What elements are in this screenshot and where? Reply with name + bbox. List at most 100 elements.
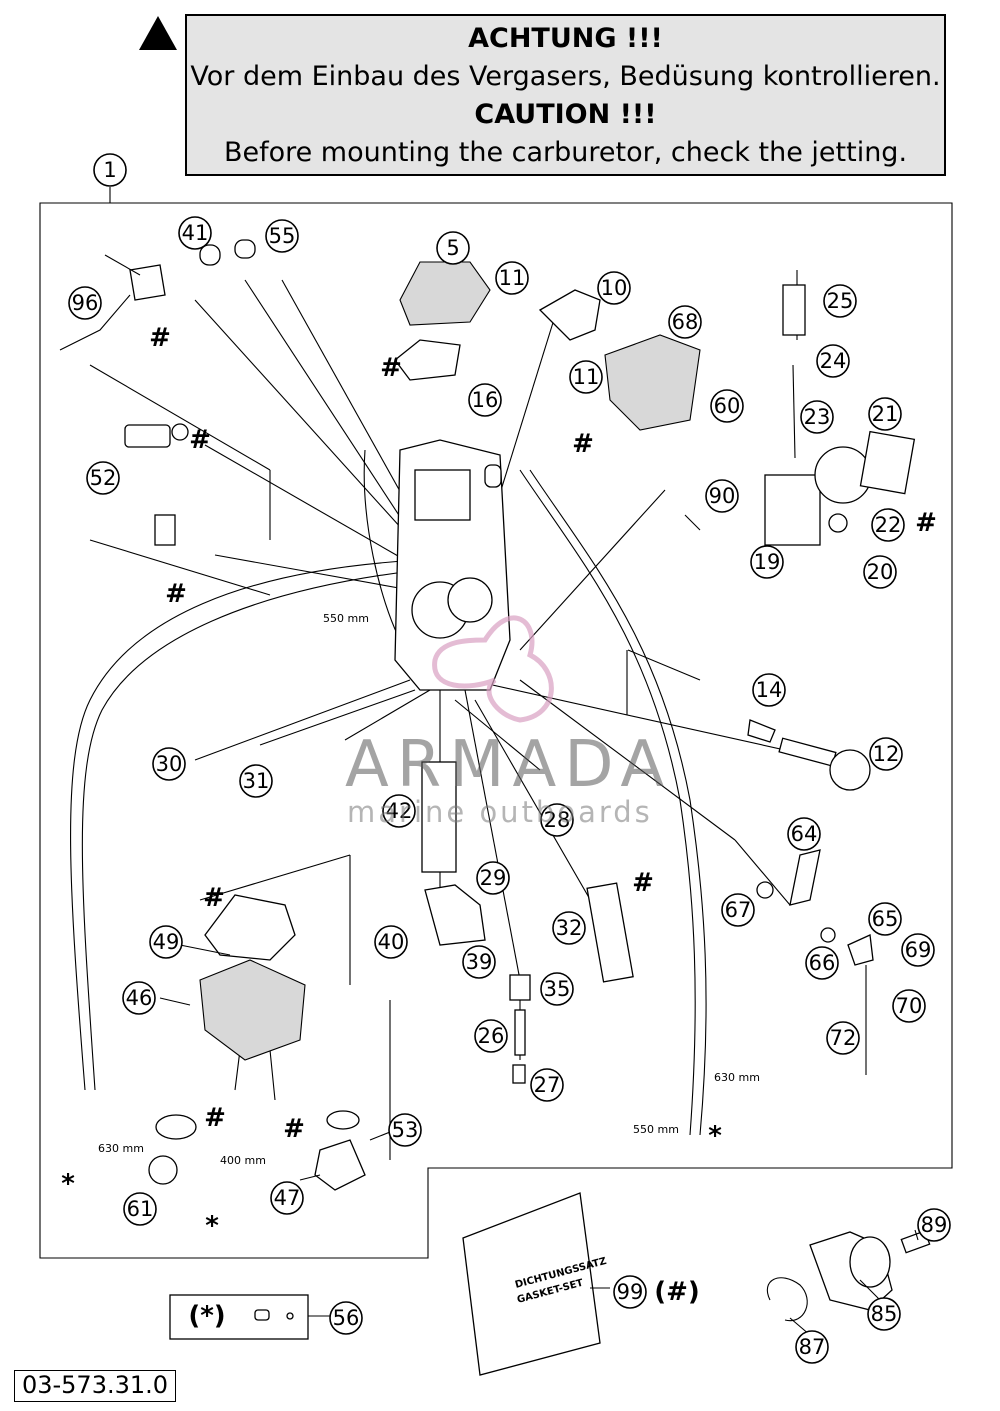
- assembly-frame: [39, 202, 953, 1259]
- svg-text:14: 14: [756, 678, 783, 702]
- choke-lever-assembly: [756, 849, 874, 1075]
- svg-text:61: 61: [127, 1197, 154, 1221]
- callout-90: 90: [705, 479, 739, 513]
- svg-text:*: *: [708, 1121, 722, 1151]
- svg-text:30: 30: [156, 752, 183, 776]
- warning-text-en: Before mounting the carburetor, check th…: [223, 137, 908, 168]
- svg-text:#: #: [915, 508, 937, 538]
- svg-text:69: 69: [905, 938, 932, 962]
- svg-text:39: 39: [466, 950, 493, 974]
- gasket-kit-bag: DICHTUNGSSATZ GASKET-SET: [462, 1192, 608, 1376]
- svg-text:90: 90: [709, 484, 736, 508]
- callout-23: 23: [800, 400, 834, 434]
- svg-text:23: 23: [804, 405, 831, 429]
- diagram-reference-number: 03-573.31.0: [14, 1370, 176, 1402]
- svg-text:64: 64: [791, 822, 818, 846]
- svg-text:25: 25: [827, 289, 854, 313]
- svg-text:400 mm: 400 mm: [220, 1154, 266, 1167]
- watermark-tagline: marine outboards: [347, 795, 653, 829]
- intake-adapter: [766, 1230, 931, 1322]
- svg-text:#: #: [572, 429, 594, 459]
- callout-31: 31: [239, 764, 273, 798]
- callout-5: 5: [436, 231, 470, 265]
- callout-21: 21: [868, 397, 902, 431]
- warning-text-de: Vor dem Einbau des Vergasers, Bedüsung k…: [190, 61, 941, 92]
- throttle-pulley: [747, 719, 871, 791]
- callout-11-bottom: 11: [569, 360, 603, 394]
- svg-text:32: 32: [556, 916, 583, 940]
- svg-text:67: 67: [725, 898, 752, 922]
- svg-text:12: 12: [873, 742, 900, 766]
- svg-text:550 mm: 550 mm: [633, 1123, 679, 1136]
- callout-64: 64: [787, 817, 821, 851]
- svg-text:56: 56: [333, 1306, 360, 1330]
- callout-65: 65: [868, 902, 902, 936]
- callout-66: 66: [805, 946, 839, 980]
- svg-text:11: 11: [573, 365, 600, 389]
- svg-text:99: 99: [617, 1280, 644, 1304]
- callout-11-top: 11: [495, 261, 529, 295]
- svg-text:#: #: [165, 579, 187, 609]
- warning-box: ACHTUNG !!! Vor dem Einbau des Vergasers…: [185, 14, 946, 176]
- hose-clamp-kit: [169, 1294, 330, 1340]
- svg-text:#: #: [380, 353, 402, 383]
- svg-text:47: 47: [274, 1186, 301, 1210]
- warning-title-de: ACHTUNG !!!: [468, 23, 663, 54]
- callout-39: 39: [462, 945, 496, 979]
- svg-text:#: #: [632, 868, 654, 898]
- svg-text:22: 22: [875, 513, 902, 537]
- callouts: 1 41 55 96 5 11 10 68 11 60 25 24 23 21 …: [68, 153, 951, 1364]
- accelerator-pump-cover: [764, 284, 916, 546]
- svg-text:28: 28: [544, 808, 571, 832]
- idle-screw-assembly: [59, 239, 256, 546]
- throttle-sensor: [538, 289, 701, 431]
- callout-20: 20: [863, 555, 897, 589]
- jet-needle-assembly: [421, 761, 634, 1084]
- svg-text:35: 35: [544, 977, 571, 1001]
- callout-89: 89: [917, 1208, 951, 1242]
- callout-19: 19: [750, 545, 784, 579]
- svg-text:70: 70: [896, 994, 923, 1018]
- callout-96: 96: [68, 286, 102, 320]
- svg-text:#: #: [204, 1103, 226, 1133]
- callout-69: 69: [901, 933, 935, 967]
- carburetor-body: [394, 439, 511, 691]
- warning-triangle-icon: [139, 16, 177, 50]
- callout-56: 56: [329, 1301, 363, 1335]
- svg-text:46: 46: [126, 986, 153, 1010]
- svg-text:(#): (#): [654, 1277, 700, 1307]
- svg-text:20: 20: [867, 560, 894, 584]
- svg-text:(*): (*): [188, 1301, 225, 1331]
- svg-text:96: 96: [72, 291, 99, 315]
- callout-10: 10: [597, 271, 631, 305]
- callout-32: 32: [552, 911, 586, 945]
- svg-text:85: 85: [871, 1302, 898, 1326]
- svg-text:68: 68: [672, 310, 699, 334]
- svg-text:*: *: [205, 1211, 219, 1241]
- svg-text:1: 1: [103, 158, 116, 182]
- callout-22: 22: [871, 508, 905, 542]
- callout-25: 25: [823, 284, 857, 318]
- callout-55: 55: [265, 219, 299, 253]
- svg-text:550 mm: 550 mm: [323, 612, 369, 625]
- callout-29: 29: [476, 861, 510, 895]
- svg-text:630 mm: 630 mm: [714, 1071, 760, 1084]
- callout-27: 27: [530, 1068, 564, 1102]
- svg-text:89: 89: [921, 1213, 948, 1237]
- callout-47: 47: [270, 1181, 304, 1215]
- callout-35: 35: [540, 972, 574, 1006]
- callout-68: 68: [668, 305, 702, 339]
- callout-52: 52: [86, 461, 120, 495]
- callout-26: 26: [474, 1019, 508, 1053]
- svg-text:630 mm: 630 mm: [98, 1142, 144, 1155]
- svg-text:87: 87: [799, 1335, 826, 1359]
- svg-text:66: 66: [809, 951, 836, 975]
- svg-text:10: 10: [601, 276, 628, 300]
- svg-text:19: 19: [754, 550, 781, 574]
- svg-text:16: 16: [472, 388, 499, 412]
- callout-30: 30: [152, 747, 186, 781]
- svg-text:#: #: [203, 883, 225, 913]
- svg-text:55: 55: [269, 224, 296, 248]
- callout-60: 60: [710, 389, 744, 423]
